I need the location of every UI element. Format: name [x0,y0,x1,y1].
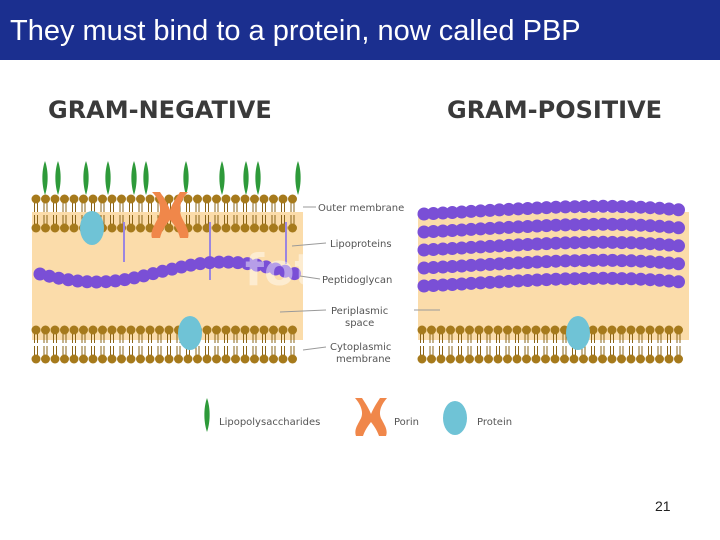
porin [151,192,189,238]
gram-negative-peptidoglycan [33,255,301,289]
legend-protein-label: Protein [477,417,512,428]
label-membrane: membrane [336,354,391,365]
label-space: space [345,318,374,329]
gram-positive-peptidoglycan [417,199,685,293]
outer-membrane-protein [80,211,104,245]
label-outer-membrane: Outer membrane [318,203,404,214]
legend: Lipopolysaccharides Porin Protein [204,398,512,436]
legend-porin-icon [355,398,387,436]
label-cytoplasmic: Cytoplasmic [330,342,391,353]
gram-negative-membrane-protein [178,316,202,350]
slide-title: They must bind to a protein, now called … [10,15,581,47]
legend-lps-label: Lipopolysaccharides [219,417,320,428]
label-periplasmic: Periplasmic [331,306,388,317]
lipoproteins [123,222,287,280]
title-bar: They must bind to a protein, now called … [0,0,720,60]
lipopolysaccharides [42,161,301,195]
legend-lps-icon [204,398,210,432]
leader-lines [279,206,440,351]
label-peptidoglycan: Peptidoglycan [322,275,392,286]
slide-number: 21 [655,498,671,514]
label-lipoproteins: Lipoproteins [330,239,392,250]
legend-porin-label: Porin [394,417,419,428]
gram-positive-header: GRAM-POSITIVE [447,96,662,124]
gram-negative-header: GRAM-NEGATIVE [48,96,272,124]
gram-positive-membrane-protein [566,316,590,350]
legend-protein-icon [443,401,467,435]
watermark: fotolia [245,245,406,296]
